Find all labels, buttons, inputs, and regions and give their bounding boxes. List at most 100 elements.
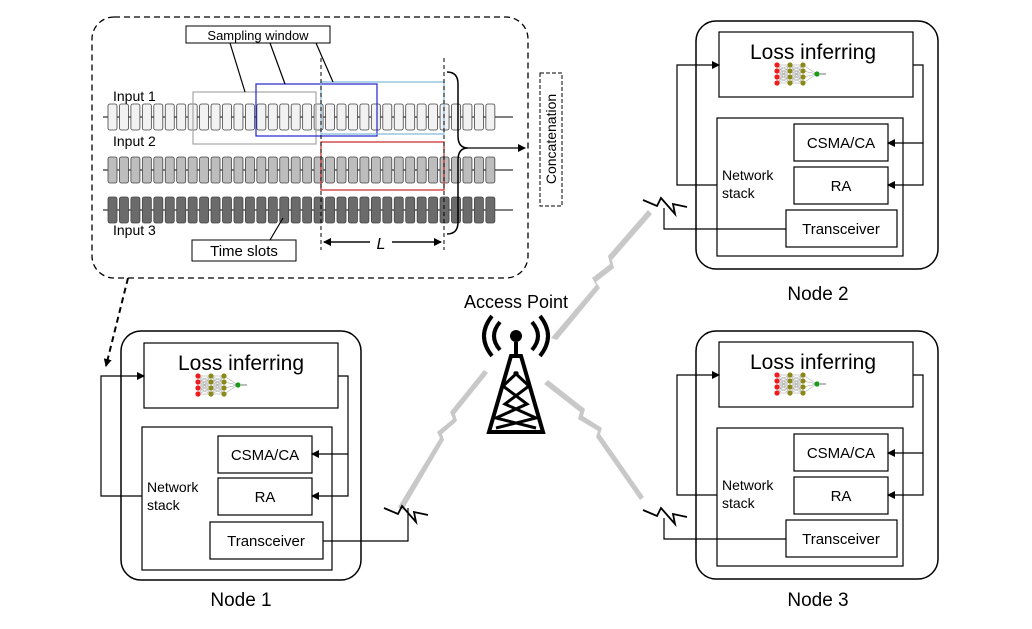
input-2-time-slot <box>370 156 381 184</box>
input-3-time-slot <box>107 196 118 224</box>
node-2-stack-label-line2: stack <box>722 185 756 201</box>
concatenation-label: Concatenation <box>543 94 559 184</box>
input-1-time-slot <box>382 103 393 131</box>
input-1-time-slot <box>393 103 404 131</box>
input-3-time-slot <box>222 196 232 224</box>
input-1-time-slot <box>462 103 473 131</box>
input-1-time-slot <box>222 103 232 131</box>
input-3-time-slot <box>130 196 141 224</box>
input-3-time-slot <box>141 196 152 224</box>
input-1-time-slot <box>370 103 381 131</box>
input-2-time-slot <box>325 156 335 184</box>
input-3-time-slot <box>485 196 496 224</box>
node-3-stack-label-line1: Network <box>722 477 774 493</box>
input-2-time-slot <box>153 156 164 184</box>
input-2-time-slot <box>393 156 404 184</box>
window-length-label: L <box>377 236 386 253</box>
node-1-ra-label: RA <box>255 489 276 506</box>
input-2-time-slot <box>279 156 290 184</box>
input-3-time-slot <box>336 196 347 224</box>
input-1-time-slot <box>359 103 370 131</box>
input-3-time-slot <box>199 196 210 224</box>
input-3-time-slot <box>416 196 427 224</box>
input-3-time-slot <box>370 196 381 224</box>
input-2-time-slot <box>107 156 118 184</box>
input-1-time-slot <box>119 103 129 131</box>
input-1-time-slot <box>348 103 358 131</box>
input-2-label: Input 2 <box>113 133 156 149</box>
node-2-loss-title: Loss inferring <box>750 41 876 64</box>
input-3-time-slot <box>359 196 370 224</box>
input-2-time-slot <box>210 156 221 184</box>
antenna-tower-icon <box>482 314 550 434</box>
link-to-node-1 <box>398 370 488 510</box>
node-3-ra-label: RA <box>831 488 852 505</box>
input-3-time-slot <box>210 196 221 224</box>
input-3-time-slot <box>348 196 358 224</box>
input-1-time-slot <box>290 103 301 131</box>
input-3-time-slot <box>244 196 255 224</box>
node-2: Loss inferring Network stack CSMA/CA RA … <box>642 20 939 305</box>
time-slots-label: Time slots <box>210 243 278 260</box>
input-2-time-slot <box>187 156 198 184</box>
input-3-time-slot <box>382 196 393 224</box>
node-3-csma-label: CSMA/CA <box>807 445 875 462</box>
input-1-time-slot <box>256 103 267 131</box>
neural-network-icon <box>774 62 826 86</box>
input-2-time-slot <box>359 156 370 184</box>
input-3-time-slot <box>119 196 129 224</box>
input-2-time-slot <box>473 156 484 184</box>
input-1-time-slot <box>279 103 290 131</box>
input-2-time-slot <box>336 156 347 184</box>
input-3-time-slot <box>164 196 175 224</box>
input-1-time-slot <box>210 103 221 131</box>
input-1-time-slot <box>302 103 313 131</box>
sampling-inset: Sampling window Input 1 Input 2 Input 3 … <box>91 16 563 367</box>
input-1-time-slot <box>130 103 141 131</box>
input-2-time-slot <box>233 156 244 184</box>
input-1-time-slot <box>164 103 175 131</box>
node-2-stack-label-line1: Network <box>722 167 774 183</box>
input-3-label: Input 3 <box>113 222 156 238</box>
neural-network-icon <box>195 373 247 397</box>
node-3-antenna-icon <box>642 506 688 528</box>
input-3-time-slot <box>325 196 335 224</box>
input-2-time-slot <box>164 156 175 184</box>
input-2-time-slot <box>290 156 301 184</box>
input-3-time-slot <box>153 196 164 224</box>
input-2-time-slot <box>313 156 324 184</box>
input-2-time-slot <box>485 156 496 184</box>
input-1-time-slot <box>199 103 210 131</box>
input-2-time-slot <box>130 156 141 184</box>
node-1-transceiver-label: Transceiver <box>227 533 305 550</box>
input-3-time-slot <box>302 196 313 224</box>
node-2-csma-label: CSMA/CA <box>807 135 875 152</box>
node-1-csma-label: CSMA/CA <box>231 447 299 464</box>
node-3-loss-title: Loss inferring <box>750 351 876 374</box>
input-3-time-slot <box>279 196 290 224</box>
input-1-time-slot <box>176 103 187 131</box>
input-2-time-slot <box>141 156 152 184</box>
sampling-window-gray <box>192 91 317 145</box>
input-1-time-slot <box>267 103 278 131</box>
wireless-links <box>398 210 652 510</box>
input-3-time-slot <box>428 196 439 224</box>
input-2-time-slot <box>348 156 358 184</box>
input-2-time-slot <box>462 156 473 184</box>
input-3-time-slot <box>313 196 324 224</box>
input-3-time-slot <box>267 196 278 224</box>
input-3-time-slot <box>233 196 244 224</box>
input-2-time-slot <box>267 156 278 184</box>
input-3-time-slot <box>187 196 198 224</box>
sampling-window-blue <box>255 83 378 137</box>
node-3-transceiver-label: Transceiver <box>802 531 880 548</box>
input-1-label: Input 1 <box>113 88 156 104</box>
node-1: Loss inferring Network stack CSMA/CA RA … <box>100 330 429 611</box>
input-1-time-slot <box>153 103 164 131</box>
input-1-time-slot <box>336 103 347 131</box>
input-2-time-slot <box>428 156 439 184</box>
time-slot-rows <box>103 103 513 224</box>
input-1-time-slot <box>428 103 439 131</box>
neural-network-icon <box>774 372 826 396</box>
